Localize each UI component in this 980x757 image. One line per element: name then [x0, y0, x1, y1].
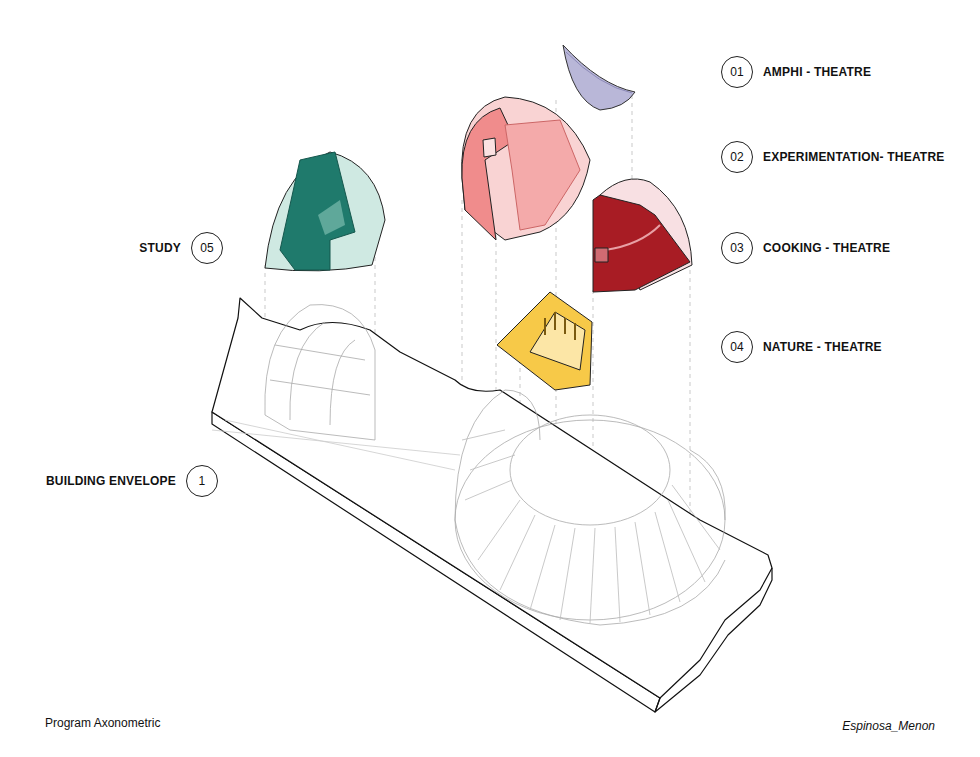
program-name: NATURE - THEATRE	[763, 340, 882, 354]
program-callout: 01 AMPHI - THEATRE	[721, 56, 871, 88]
callout-number: 1	[186, 465, 218, 497]
program-callout: 03 COOKING - THEATRE	[721, 232, 890, 264]
program-name: COOKING - THEATRE	[763, 241, 890, 255]
program-callout: 04 NATURE - THEATRE	[721, 331, 882, 363]
author-credit: Espinosa_Menon	[842, 719, 935, 733]
program-name: BUILDING ENVELOPE	[46, 474, 176, 488]
caption: Program Axonometric	[45, 716, 160, 730]
program-name: EXPERIMENTATION- THEATRE	[763, 150, 944, 164]
program-name: AMPHI - THEATRE	[763, 65, 871, 79]
program-name: STUDY	[139, 241, 181, 255]
callout-number: 01	[721, 56, 753, 88]
callout-number: 04	[721, 331, 753, 363]
callout-number: 05	[191, 232, 223, 264]
callout-number: 02	[721, 141, 753, 173]
callout-number: 03	[721, 232, 753, 264]
program-callout: 02 EXPERIMENTATION- THEATRE	[721, 141, 944, 173]
program-callout: STUDY 05	[139, 232, 223, 264]
program-callout: BUILDING ENVELOPE 1	[46, 465, 218, 497]
